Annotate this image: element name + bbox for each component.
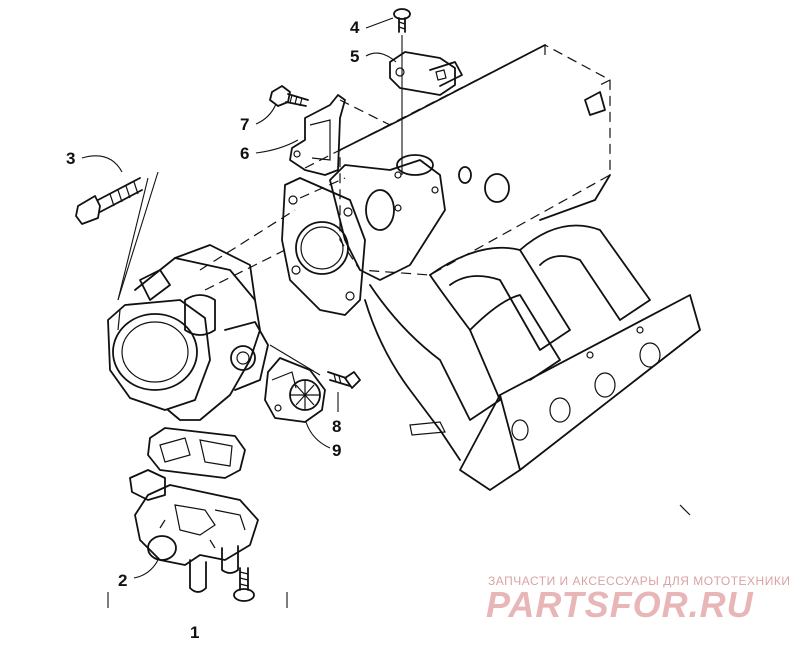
alignment-lines [199, 99, 391, 291]
tps-screw [269, 344, 361, 389]
svg-text:4: 4 [350, 18, 360, 37]
svg-text:8: 8 [332, 417, 341, 436]
callout-6: 6 [240, 139, 299, 163]
callout-4: 4 [350, 17, 394, 37]
callout-9: 9 [305, 421, 341, 460]
bracket-bolt [269, 85, 309, 107]
callout-8: 8 [332, 392, 341, 436]
svg-text:5: 5 [350, 47, 359, 66]
svg-text:3: 3 [66, 149, 75, 168]
map-sensor-screw [393, 8, 411, 175]
svg-text:9: 9 [332, 441, 341, 460]
callout-5: 5 [350, 47, 397, 66]
svg-text:1: 1 [190, 623, 199, 642]
callout-1: 1 [107, 592, 288, 642]
iac-screw [233, 567, 255, 602]
throttle-body-bolt [75, 171, 159, 301]
svg-text:7: 7 [240, 115, 249, 134]
watermark-tagline: ЗАПЧАСТИ И АКСЕССУАРЫ ДЛЯ МОТОТЕХНИКИ [488, 574, 791, 588]
map-sensor [389, 51, 463, 96]
throttle-body [107, 244, 269, 421]
callout-7: 7 [240, 103, 277, 134]
throttle-body-gasket [281, 177, 366, 316]
callout-2: 2 [118, 559, 159, 590]
callout-3: 3 [66, 149, 123, 173]
svg-text:2: 2 [118, 571, 127, 590]
bracket [289, 94, 346, 176]
intake-manifold [329, 44, 701, 516]
iac-gasket [147, 427, 246, 479]
svg-text:6: 6 [240, 144, 249, 163]
throttle-position-sensor [264, 357, 326, 423]
idle-air-control-valve [129, 469, 259, 593]
watermark-logo: PARTSFOR.RU [486, 584, 754, 625]
